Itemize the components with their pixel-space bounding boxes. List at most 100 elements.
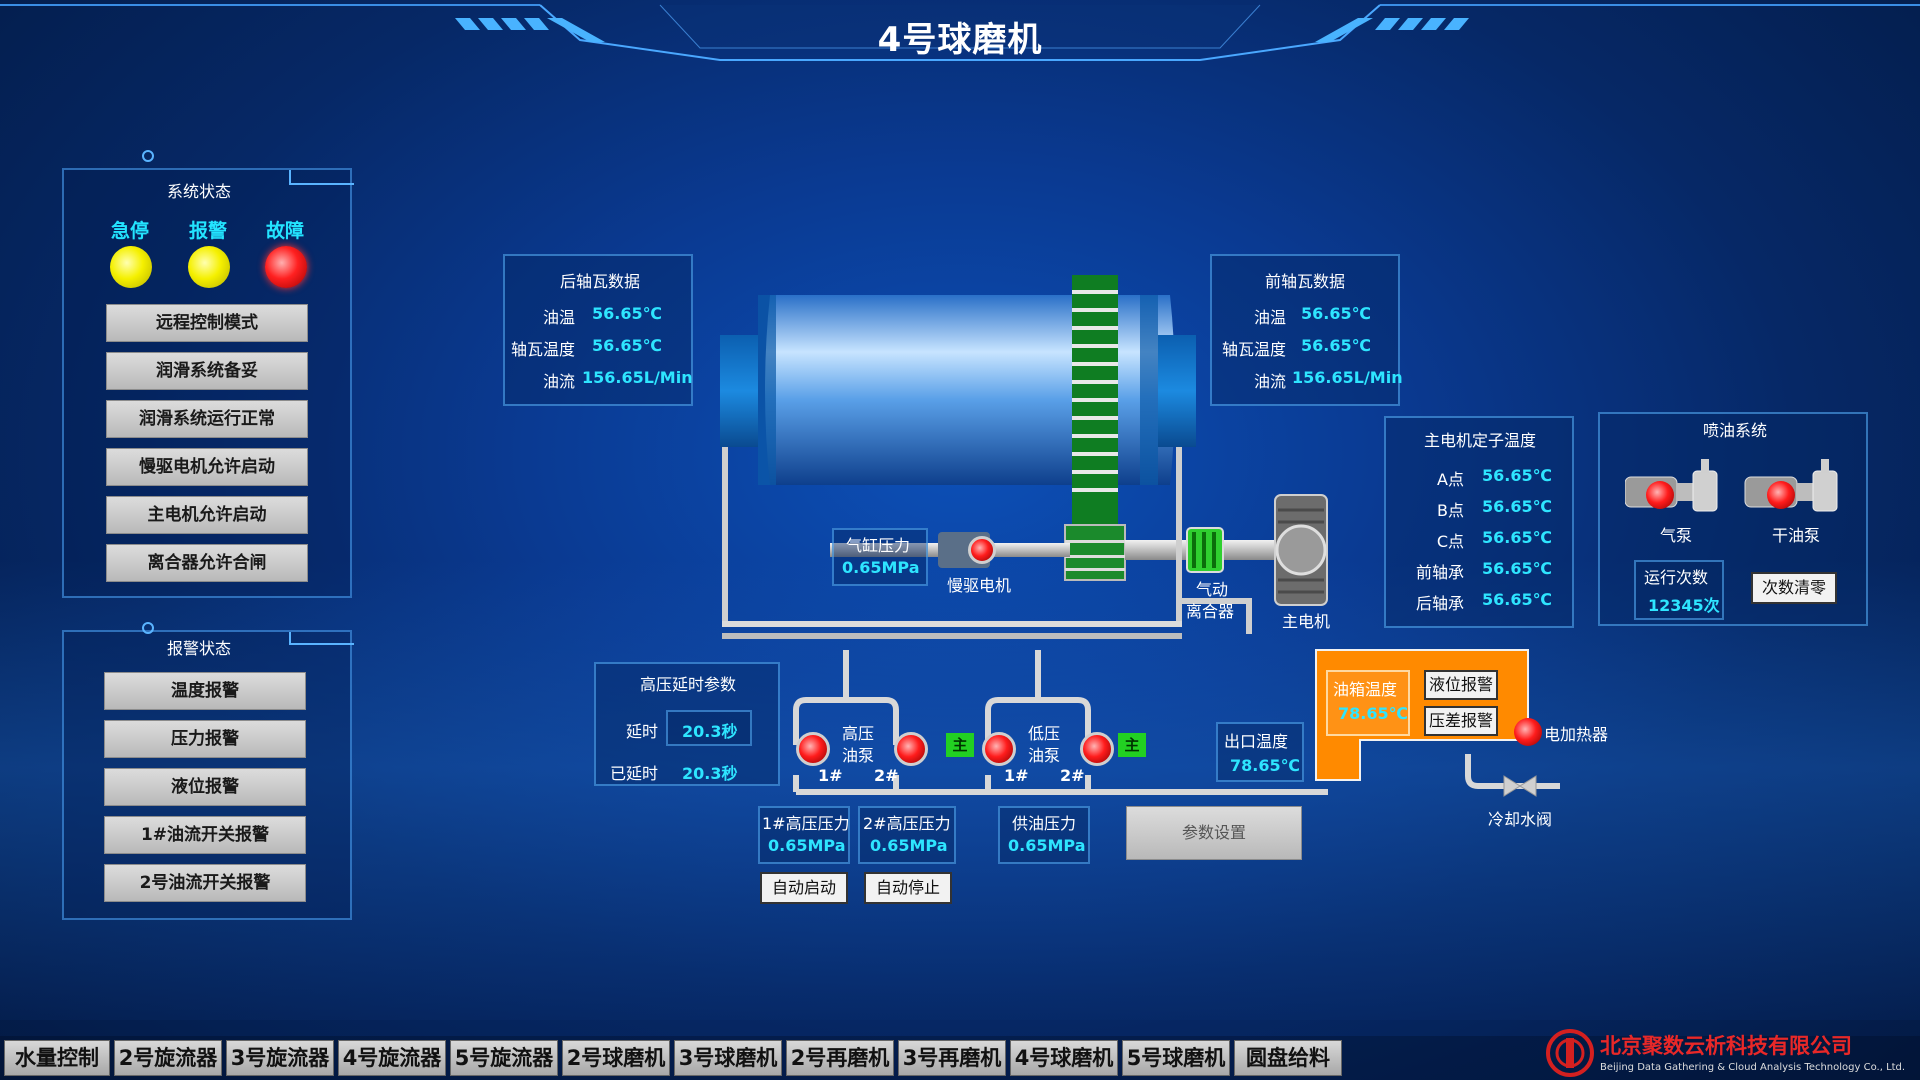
front-oil-flow-label: 油流 [1253, 372, 1286, 391]
system-status-title: 系统状态 [166, 182, 231, 201]
clutch-label-line2: 离合器 [1186, 602, 1235, 621]
lp-pump-1-icon[interactable] [982, 732, 1016, 766]
tab-ball-mill-4[interactable]: 4号球磨机 [1010, 1040, 1118, 1076]
oilflow1-alarm-button[interactable]: 1#油流开关报警 [104, 816, 306, 854]
header-frame [0, 4, 1920, 61]
tank-temp-label: 油箱温度 [1333, 680, 1398, 699]
cooling-valve-icon[interactable] [1460, 752, 1570, 812]
fault-label: 故障 [265, 220, 304, 242]
param-settings-button[interactable]: 参数设置 [1126, 806, 1302, 860]
rear-oil-flow-label: 油流 [542, 372, 575, 391]
front-oil-temp-label: 油温 [1253, 308, 1286, 327]
tab-water-control[interactable]: 水量控制 [4, 1040, 110, 1076]
auto-stop-button[interactable]: 自动停止 [864, 872, 952, 904]
front-bearing-stator-label: 前轴承 [1415, 563, 1464, 582]
dry-pump-label: 干油泵 [1772, 526, 1821, 545]
remote-control-mode-button[interactable]: 远程控制模式 [106, 304, 308, 342]
alarm-status-title: 报警状态 [166, 639, 231, 658]
lp-main-tag: 主 [1118, 733, 1146, 757]
reset-count-button[interactable]: 次数清零 [1751, 572, 1837, 604]
lp-pump-line2: 油泵 [1028, 746, 1061, 765]
pressure-alarm-button[interactable]: 压力报警 [104, 720, 306, 758]
level-alarm-indicator[interactable]: 液位报警 [1424, 670, 1498, 700]
rear-oil-temp-value: 56.65℃ [592, 304, 662, 323]
hp-delay-panel [594, 662, 780, 786]
air-pump-label: 气泵 [1660, 526, 1693, 545]
slow-motor-label: 慢驱电机 [947, 576, 1012, 595]
hp-pump-line2: 油泵 [842, 746, 875, 765]
heater-icon[interactable] [1514, 718, 1542, 746]
tab-cyclone-5[interactable]: 5号旋流器 [450, 1040, 558, 1076]
spray-system-title: 喷油系统 [1702, 421, 1767, 440]
tab-cyclone-2[interactable]: 2号旋流器 [114, 1040, 222, 1076]
lube-ready-button[interactable]: 润滑系统备妥 [106, 352, 308, 390]
lube-running-button[interactable]: 润滑系统运行正常 [106, 400, 308, 438]
oilflow2-alarm-button[interactable]: 2号油流开关报警 [104, 864, 306, 902]
run-count-value: 12345次 [1648, 596, 1720, 615]
tab-ball-mill-3[interactable]: 3号球磨机 [674, 1040, 782, 1076]
elapsed-value: 20.3秒 [682, 764, 738, 783]
hp-pump-line1: 高压 [842, 724, 875, 743]
tab-regrind-mill-3[interactable]: 3号再磨机 [898, 1040, 1006, 1076]
hp-delay-title: 高压延时参数 [639, 675, 736, 694]
hp1-pressure-label: 1#高压压力 [762, 814, 850, 833]
supply-pressure-label: 供油压力 [1012, 814, 1077, 833]
dry-pump-indicator [1767, 481, 1795, 509]
level-alarm-button[interactable]: 液位报警 [104, 768, 306, 806]
front-bearing-stator-value: 56.65℃ [1482, 559, 1552, 578]
slow-motor-indicator [968, 536, 996, 564]
cooling-valve-label: 冷却水阀 [1488, 810, 1553, 829]
rear-bearing-stator-value: 56.65℃ [1482, 590, 1552, 609]
main-motor-start-button[interactable]: 主电机允许启动 [106, 496, 308, 534]
temperature-alarm-button[interactable]: 温度报警 [104, 672, 306, 710]
rear-oil-flow-value: 156.65L/Min [582, 368, 693, 387]
stator-c-label: C点 [1436, 532, 1464, 551]
estop-lamp [110, 246, 152, 288]
auto-start-button[interactable]: 自动启动 [760, 872, 848, 904]
stator-a-value: 56.65℃ [1482, 466, 1552, 485]
tab-disc-feeder[interactable]: 圆盘给料 [1234, 1040, 1342, 1076]
hp-pump-2-icon[interactable] [894, 732, 928, 766]
tab-ball-mill-2[interactable]: 2号球磨机 [562, 1040, 670, 1076]
outlet-temp-label: 出口温度 [1224, 732, 1289, 751]
run-count-label: 运行次数 [1644, 568, 1709, 587]
main-motor-label: 主电机 [1282, 612, 1331, 631]
cylinder-pressure-label: 气缸压力 [846, 536, 911, 555]
mill-diagram [720, 275, 1328, 639]
stator-temp-title: 主电机定子温度 [1423, 431, 1536, 450]
outlet-temp-box [1216, 722, 1304, 782]
stator-c-value: 56.65℃ [1482, 528, 1552, 547]
delay-value: 20.3秒 [682, 722, 738, 741]
delay-value-box[interactable] [666, 710, 752, 746]
alarm-lamp [188, 246, 230, 288]
hp-pump-2-label: 2# [874, 766, 899, 785]
panel-frame-deco [142, 622, 354, 645]
tab-cyclone-3[interactable]: 3号旋流器 [226, 1040, 334, 1076]
lp-pump-1-label: 1# [1004, 766, 1029, 785]
rear-bearing-stator-label: 后轴承 [1415, 594, 1464, 613]
front-bearing-title: 前轴瓦数据 [1264, 272, 1345, 291]
lp-pump-line1: 低压 [1028, 724, 1061, 743]
fault-lamp [265, 246, 307, 288]
clutch-label-line1: 气动 [1196, 580, 1229, 599]
hp-main-tag: 主 [946, 733, 974, 757]
outlet-temp-value: 78.65℃ [1230, 756, 1300, 775]
hp-pump-1-label: 1# [818, 766, 843, 785]
stator-temp-panel [1384, 416, 1574, 628]
rear-bearing-temp-label: 轴瓦温度 [510, 340, 575, 359]
hp-pump-1-icon[interactable] [796, 732, 830, 766]
tab-cyclone-4[interactable]: 4号旋流器 [338, 1040, 446, 1076]
tab-ball-mill-5[interactable]: 5号球磨机 [1122, 1040, 1230, 1076]
lp-pump-2-icon[interactable] [1080, 732, 1114, 766]
slow-motor-start-button[interactable]: 慢驱电机允许启动 [106, 448, 308, 486]
hp2-pressure-label: 2#高压压力 [863, 814, 951, 833]
clutch-allow-button[interactable]: 离合器允许合闸 [106, 544, 308, 582]
tab-regrind-mill-2[interactable]: 2号再磨机 [786, 1040, 894, 1076]
hp1-pressure-box [758, 806, 850, 864]
supply-pressure-value: 0.65MPa [1008, 836, 1086, 855]
delay-label: 延时 [625, 722, 658, 741]
hp2-pressure-box [858, 806, 956, 864]
diff-pressure-alarm-indicator[interactable]: 压差报警 [1424, 706, 1498, 736]
company-name-cn: 北京聚数云析科技有限公司 [1600, 1034, 1852, 1058]
air-pump-indicator [1646, 481, 1674, 509]
